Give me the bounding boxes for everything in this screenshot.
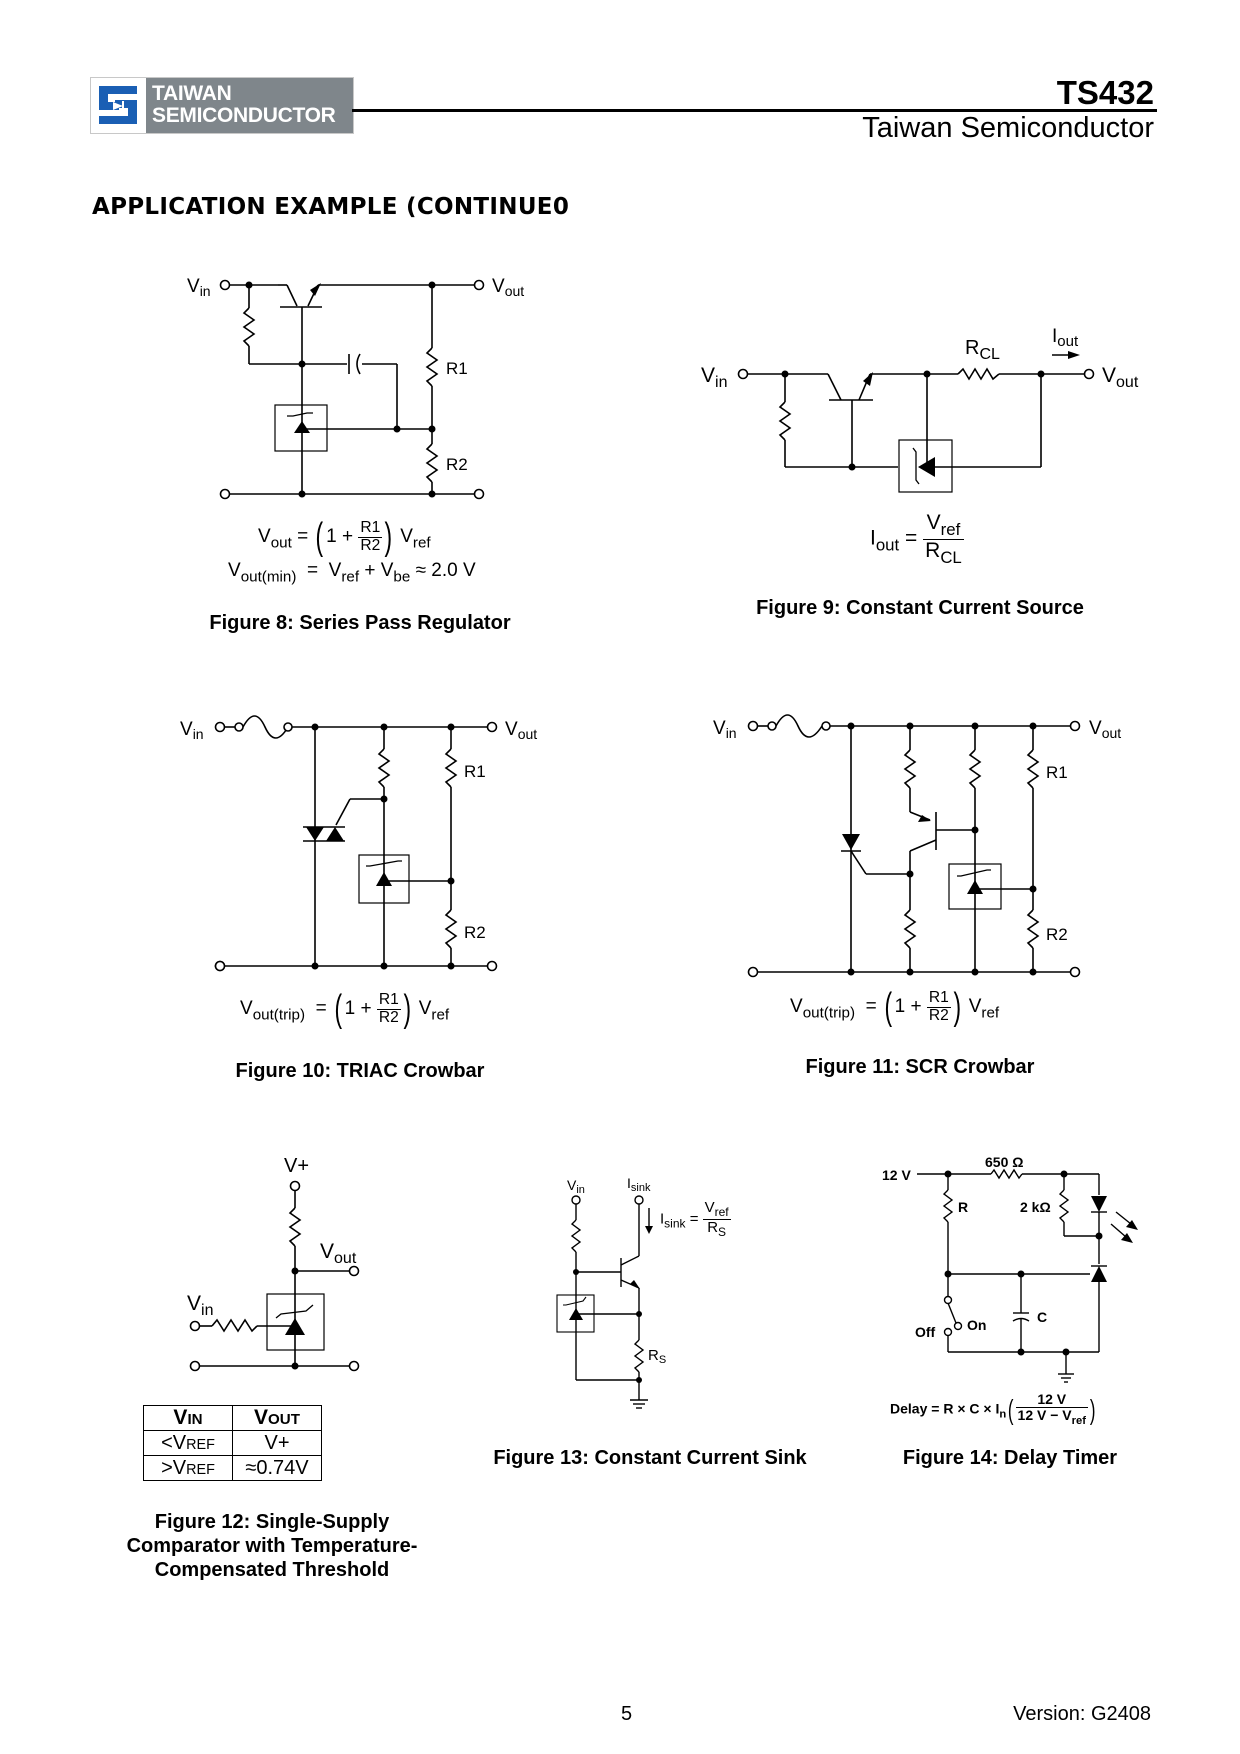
fig14-off-label: Off: [915, 1324, 936, 1340]
fig9-iout-label: Iout: [1052, 326, 1079, 350]
truth-table-header: VIN VOUT: [143, 1405, 322, 1431]
fig14-r-label: R: [958, 1199, 968, 1215]
fig12-vout-label: Vout: [320, 1240, 357, 1267]
fig11-vin-label: Vin: [713, 718, 737, 741]
fig14-650ohm-label: 650 Ω: [985, 1154, 1023, 1170]
fig8-vout-label: Vout: [492, 276, 524, 299]
fig13-vin-label: Vin: [567, 1177, 585, 1196]
figure-11-caption: Figure 11: SCR Crowbar: [805, 1056, 1035, 1078]
fig14-2kohm-label: 2 kΩ: [1020, 1199, 1051, 1215]
truth-table-cell: ≈0.74V: [232, 1455, 322, 1481]
logo-wordmark: TAIWAN SEMICONDUCTOR: [146, 78, 353, 133]
fig13-rs-label: RS: [648, 1347, 666, 1366]
fig11-r1-label: R1: [1046, 763, 1068, 782]
truth-table-cell: V+: [232, 1430, 322, 1456]
fig12-vin-label: Vin: [187, 1292, 213, 1319]
fig11-r2-label: R2: [1046, 925, 1068, 944]
figure-12-caption-line: Compensated Threshold: [154, 1559, 390, 1581]
figure-14-caption: Figure 14: Delay Timer: [902, 1447, 1118, 1469]
truth-table-header-vout: VOUT: [232, 1405, 322, 1431]
fig14-c-label: C: [1037, 1309, 1047, 1325]
truth-table-row: >VREF ≈0.74V: [143, 1455, 322, 1481]
truth-table-row: <VREF V+: [143, 1430, 322, 1456]
company-name: Taiwan Semiconductor: [862, 112, 1154, 144]
fig9-vout-label: Vout: [1102, 364, 1139, 391]
fig8-formula-vout-min: Vout(min) = Vref + Vbe ≈ 2.0 V: [228, 560, 476, 586]
truth-table-cell: <VREF: [143, 1430, 233, 1456]
fig8-r2-label: R2: [446, 455, 468, 474]
header-rule: [352, 109, 1157, 112]
fig9-vin-label: Vin: [701, 364, 727, 391]
document-code: TS432: [1056, 74, 1154, 111]
company-logo: TAIWAN SEMICONDUCTOR: [90, 77, 354, 134]
fig12-vplus-label: V+: [284, 1155, 309, 1177]
fig9-rcl-label: RCL: [965, 337, 1000, 363]
figure-10-caption: Figure 10: TRIAC Crowbar: [235, 1060, 485, 1082]
truth-table-header-vin: VIN: [143, 1405, 233, 1431]
figure-12-caption-line: Comparator with Temperature-: [126, 1535, 418, 1557]
fig11-vout-label: Vout: [1089, 718, 1121, 741]
figure-9-caption: Figure 9: Constant Current Source: [756, 597, 1084, 619]
figure-8-caption: Figure 8: Series Pass Regulator: [209, 612, 511, 634]
page-number: 5: [621, 1703, 633, 1725]
fig13-isink-label: Isink: [627, 1175, 651, 1194]
fig10-vin-label: Vin: [180, 719, 204, 742]
fig8-r1-label: R1: [446, 359, 468, 378]
section-title: APPLICATION EXAMPLE (CONTINUE0: [92, 194, 570, 220]
version-label: Version: G2408: [1013, 1703, 1151, 1725]
truth-table-cell: >VREF: [143, 1455, 233, 1481]
logo-line2: SEMICONDUCTOR: [152, 104, 336, 127]
figure-12-caption: Figure 12: Single-Supply Comparator with…: [112, 1510, 432, 1582]
fig14-12v-label: 12 V: [882, 1167, 911, 1183]
figure-13-caption: Figure 13: Constant Current Sink: [493, 1447, 807, 1469]
fig14-on-label: On: [967, 1317, 986, 1333]
fig10-r2-label: R2: [464, 923, 486, 942]
fig10-r1-label: R1: [464, 762, 486, 781]
ts-logo-mark-icon: [93, 80, 143, 130]
fig10-vout-label: Vout: [505, 719, 537, 742]
fig12-truth-table: VIN VOUT <VREF V+ >VREF ≈0.74V: [143, 1405, 322, 1481]
fig8-vin-label: Vin: [187, 276, 211, 299]
logo-line1: TAIWAN: [152, 82, 232, 105]
figure-12-caption-line: Figure 12: Single-Supply: [154, 1511, 390, 1533]
